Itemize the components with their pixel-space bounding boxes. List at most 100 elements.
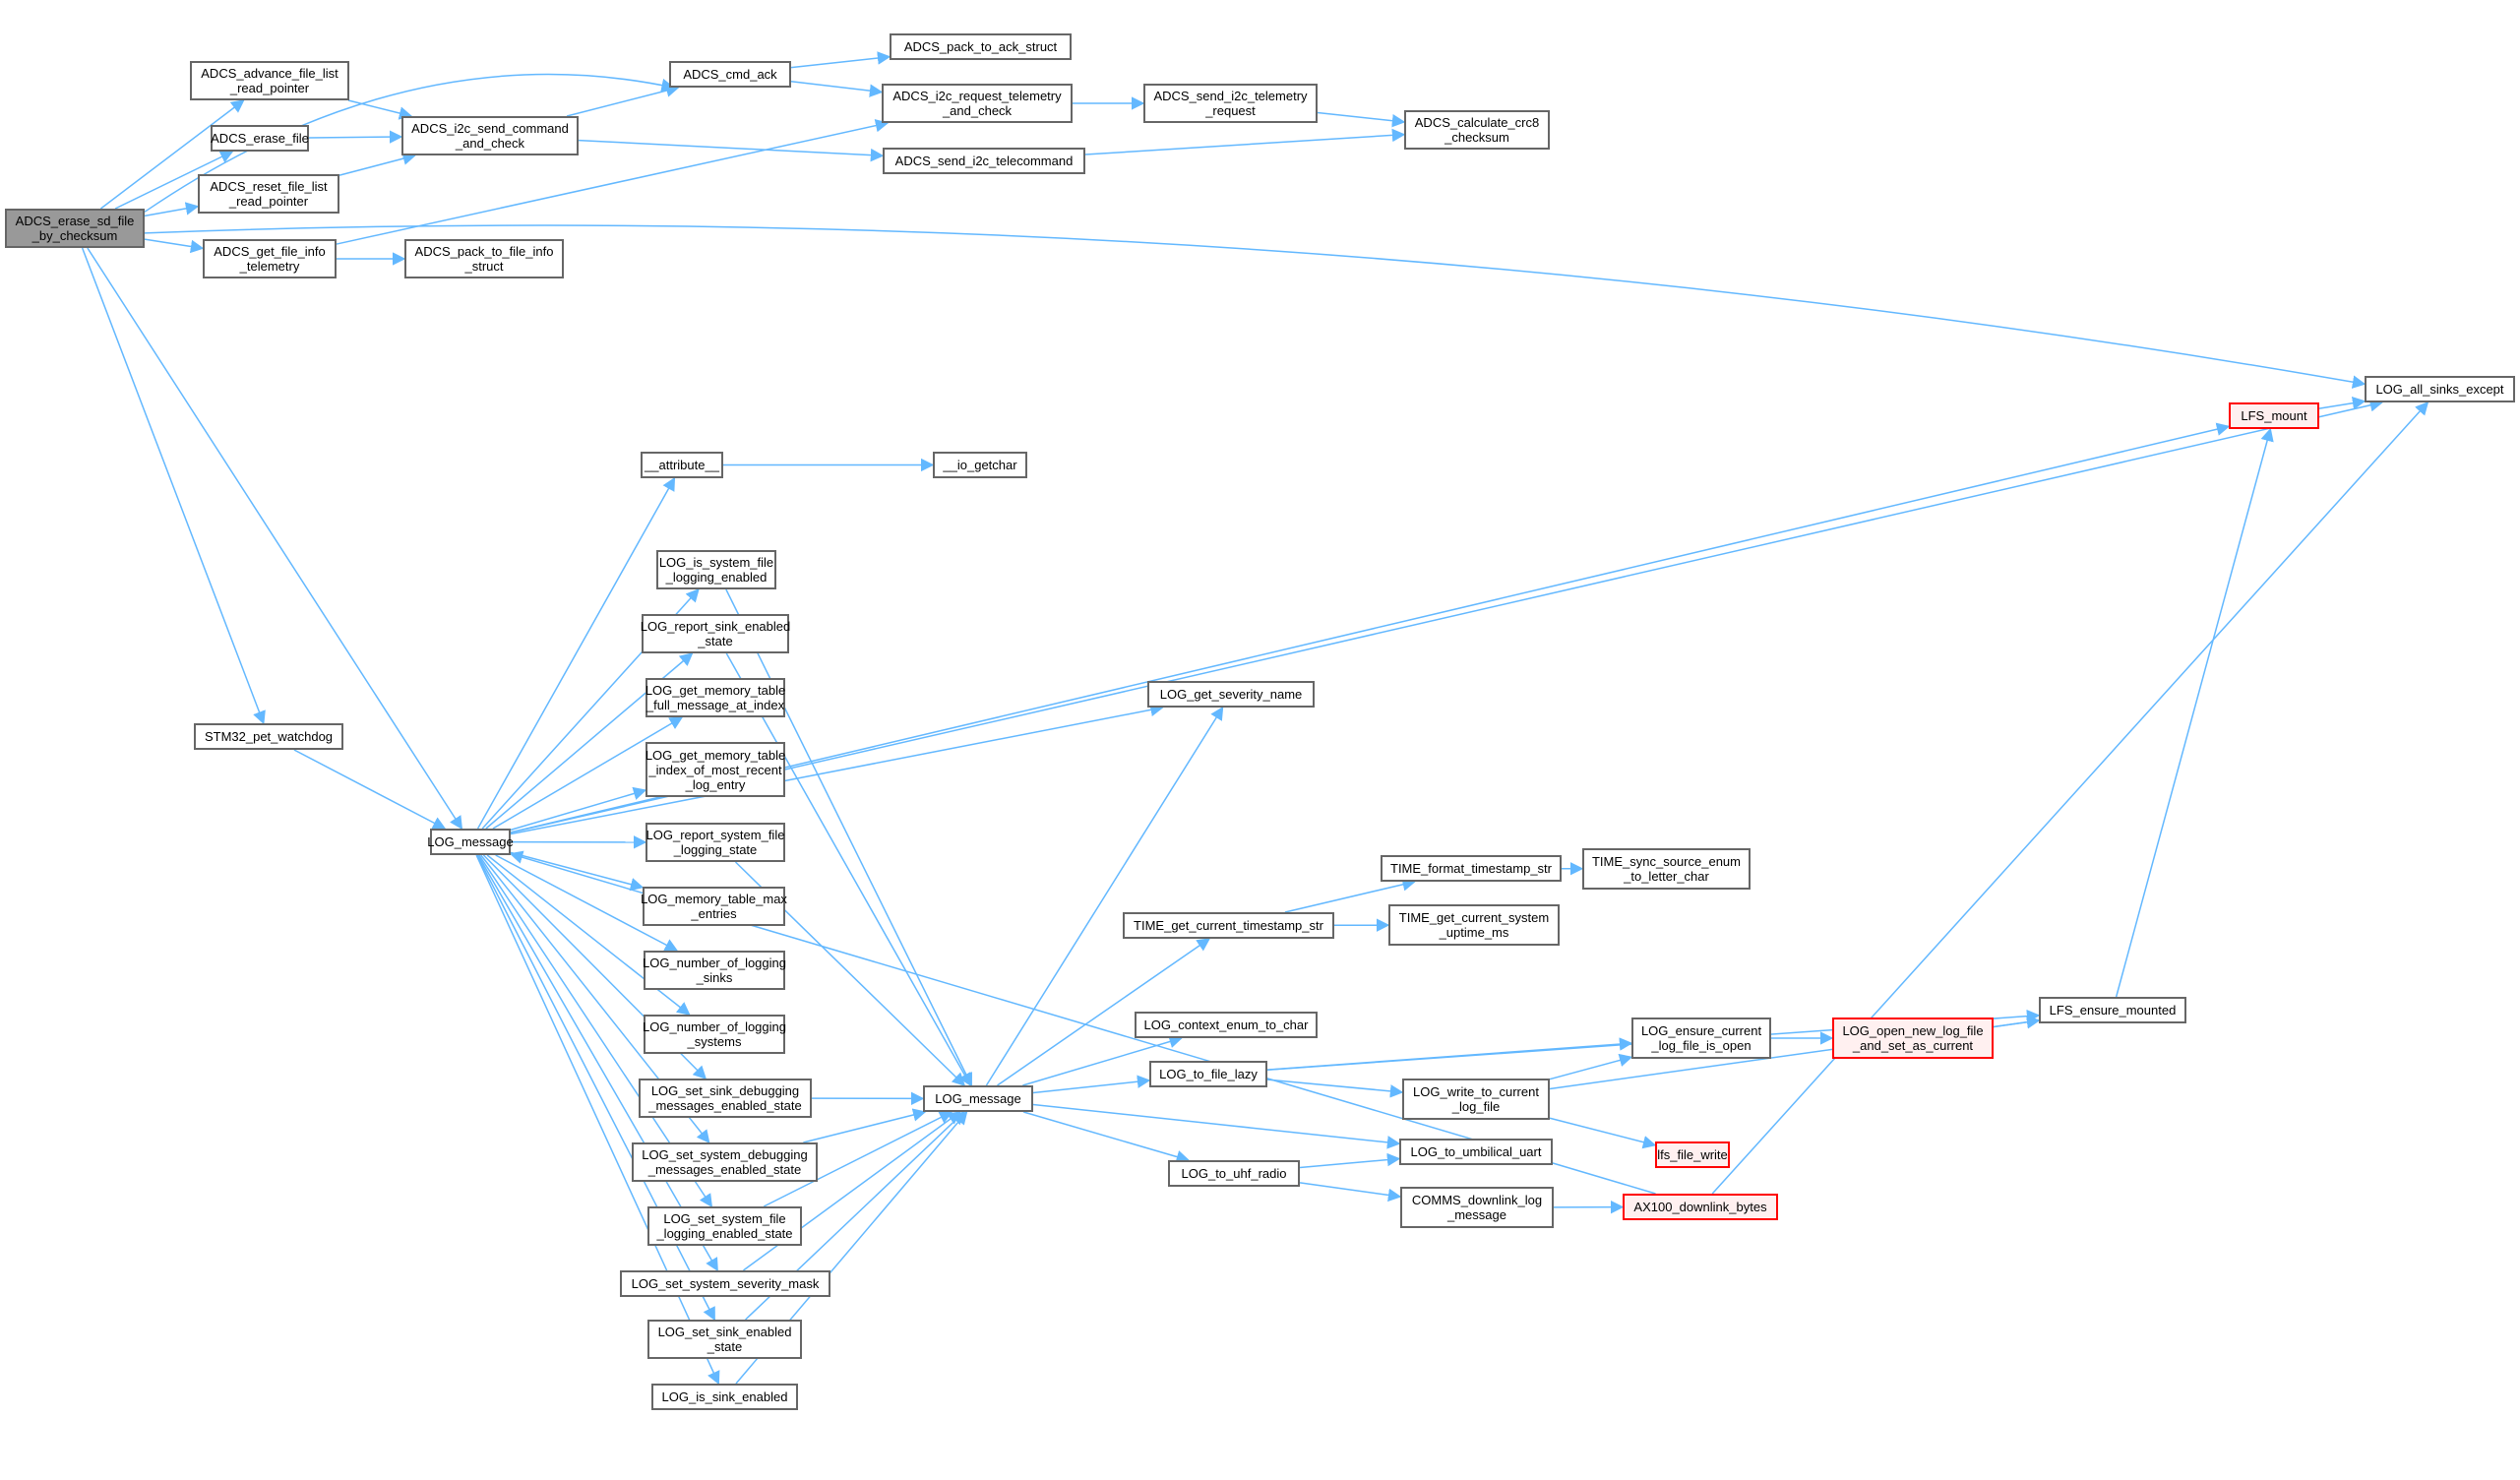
node-reqtel[interactable]: ADCS_i2c_request_telemetry _and_check <box>882 84 1073 123</box>
node-gettime[interactable]: TIME_get_current_timestamp_str <box>1123 912 1334 939</box>
node-memmax[interactable]: LOG_memory_table_max _entries <box>641 887 787 926</box>
edge-issysfile-to-logmsg2 <box>725 588 972 1087</box>
node-issinken[interactable]: LOG_is_sink_enabled <box>651 1384 798 1410</box>
node-reset[interactable]: ADCS_reset_file_list _read_pointer <box>198 174 339 214</box>
node-label: ADCS_i2c_send_command _and_check <box>411 121 569 151</box>
node-uhf[interactable]: LOG_to_uhf_radio <box>1168 1160 1300 1187</box>
node-cmdack[interactable]: ADCS_cmd_ack <box>669 61 791 88</box>
edge-logmsg1-to-memidx <box>510 786 647 832</box>
node-setsev[interactable]: LOG_set_system_severity_mask <box>620 1270 830 1297</box>
edge-logmsg1-to-numsinks <box>495 854 679 952</box>
node-issysfile[interactable]: LOG_is_system_file _logging_enabled <box>656 550 776 589</box>
edge-sendtc-to-crc8 <box>1084 128 1406 155</box>
node-numsinks[interactable]: LOG_number_of_logging _sinks <box>643 951 786 990</box>
node-setsinkdbg[interactable]: LOG_set_sink_debugging _messages_enabled… <box>639 1079 812 1118</box>
edge-logmsg2-to-filelazy <box>1032 1075 1151 1094</box>
node-erase[interactable]: ADCS_erase_file <box>211 125 309 152</box>
edge-setsysdbg-to-logmsg2 <box>803 1108 927 1143</box>
edge-logmsg2-to-gettime <box>997 938 1211 1086</box>
node-label: LOG_memory_table_max _entries <box>641 892 787 921</box>
node-crc8[interactable]: ADCS_calculate_crc8 _checksum <box>1404 110 1550 150</box>
edge-getinfo-to-reqtel <box>336 119 890 245</box>
node-opennew[interactable]: LOG_open_new_log_file _and_set_as_curren… <box>1832 1018 1994 1059</box>
node-repsysfile[interactable]: LOG_report_system_file _logging_state <box>645 823 785 862</box>
node-setsysdbg[interactable]: LOG_set_system_debugging _messages_enabl… <box>632 1142 818 1182</box>
edge-root-to-adv <box>99 99 245 210</box>
node-label: TIME_format_timestamp_str <box>1390 861 1552 876</box>
node-label: ADCS_pack_to_ack_struct <box>903 39 1058 54</box>
edge-logmsg2-to-uhf <box>1022 1111 1191 1164</box>
edge-root-to-logmsg1 <box>87 247 463 831</box>
node-label: LOG_set_system_debugging _messages_enabl… <box>642 1147 808 1177</box>
node-sendtc[interactable]: ADCS_send_i2c_telecommand <box>883 148 1085 174</box>
node-label: LOG_context_enum_to_char <box>1143 1018 1309 1032</box>
edge-root-to-allsinks <box>144 224 2366 389</box>
node-root[interactable]: ADCS_erase_sd_file _by_checksum <box>5 209 145 248</box>
node-label: LOG_all_sinks_except <box>2375 382 2504 397</box>
edge-ax100-to-allsinks <box>1711 401 2429 1195</box>
node-label: LOG_get_memory_table _index_of_most_rece… <box>645 747 786 792</box>
node-adv[interactable]: ADCS_advance_file_list _read_pointer <box>190 61 349 100</box>
node-label: AX100_downlink_bytes <box>1633 1200 1767 1214</box>
node-setsysfile[interactable]: LOG_set_system_file _logging_enabled_sta… <box>647 1206 802 1246</box>
node-attr[interactable]: __attribute__ <box>641 452 723 478</box>
node-label: COMMS_downlink_log _message <box>1411 1193 1543 1222</box>
node-label: LOG_to_uhf_radio <box>1181 1166 1287 1181</box>
node-packfile[interactable]: ADCS_pack_to_file_info _struct <box>404 239 564 278</box>
node-label: ADCS_i2c_request_telemetry _and_check <box>892 89 1062 118</box>
node-uptime[interactable]: TIME_get_current_system _uptime_ms <box>1388 904 1560 946</box>
node-ensureopen[interactable]: LOG_ensure_current _log_file_is_open <box>1631 1018 1771 1059</box>
edge-adv-to-sendcmd <box>347 99 413 120</box>
edge-sendcmd-to-sendtc <box>578 139 885 162</box>
edge-lfsmount-to-allsinks <box>2318 397 2366 410</box>
node-sevname[interactable]: LOG_get_severity_name <box>1147 681 1315 708</box>
node-label: ADCS_reset_file_list _read_pointer <box>210 179 328 209</box>
node-logmsg1[interactable]: LOG_message <box>427 829 514 855</box>
node-lfswrite[interactable]: lfs_file_write <box>1655 1141 1730 1168</box>
node-commsdl[interactable]: COMMS_downlink_log _message <box>1400 1187 1554 1228</box>
node-stm32[interactable]: STM32_pet_watchdog <box>194 723 343 750</box>
node-memidx[interactable]: LOG_get_memory_table _index_of_most_rece… <box>645 742 785 797</box>
node-ensuremnt[interactable]: LFS_ensure_mounted <box>2039 997 2186 1023</box>
node-sendtelreq[interactable]: ADCS_send_i2c_telemetry _request <box>1143 84 1318 123</box>
node-packack[interactable]: ADCS_pack_to_ack_struct <box>890 33 1072 60</box>
edge-setsev-to-logmsg2 <box>743 1111 961 1271</box>
node-allsinks[interactable]: LOG_all_sinks_except <box>2365 376 2515 402</box>
edge-filelazy-to-writecur <box>1266 1079 1404 1098</box>
node-setsinken[interactable]: LOG_set_sink_enabled _state <box>647 1320 802 1359</box>
node-fmttime[interactable]: TIME_format_timestamp_str <box>1381 855 1562 882</box>
node-memfull[interactable]: LOG_get_memory_table _full_message_at_in… <box>645 678 785 717</box>
node-iogetchar[interactable]: __io_getchar <box>933 452 1027 478</box>
node-numsys[interactable]: LOG_number_of_logging _systems <box>643 1015 786 1054</box>
node-label: ADCS_get_file_info _telemetry <box>214 244 326 274</box>
node-label: ADCS_send_i2c_telecommand <box>894 154 1074 168</box>
node-umbilical[interactable]: LOG_to_umbilical_uart <box>1399 1139 1553 1165</box>
node-repsink[interactable]: LOG_report_sink_enabled _state <box>640 614 791 653</box>
node-lfsmount[interactable]: LFS_mount <box>2229 402 2319 429</box>
node-sendcmd[interactable]: ADCS_i2c_send_command _and_check <box>401 116 579 155</box>
edge-cmdack-to-packack <box>790 51 891 69</box>
node-ax100[interactable]: AX100_downlink_bytes <box>1623 1194 1778 1220</box>
node-ctxchar[interactable]: LOG_context_enum_to_char <box>1135 1012 1318 1038</box>
node-label: ADCS_calculate_crc8 _checksum <box>1414 115 1540 145</box>
node-label: ADCS_cmd_ack <box>683 67 777 82</box>
node-label: LOG_report_system_file _logging_state <box>645 828 785 857</box>
edge-cmdack-to-reqtel <box>790 81 884 97</box>
node-label: LFS_mount <box>2241 408 2307 423</box>
node-label: LOG_report_sink_enabled _state <box>640 619 791 648</box>
edge-logmsg1-to-numsys <box>486 854 691 1016</box>
node-filelazy[interactable]: LOG_to_file_lazy <box>1149 1061 1267 1087</box>
node-label: ADCS_erase_file <box>211 131 309 146</box>
node-writecur[interactable]: LOG_write_to_current _log_file <box>1402 1079 1550 1120</box>
edge-root-to-reset <box>144 202 200 217</box>
node-getinfo[interactable]: ADCS_get_file_info _telemetry <box>203 239 337 278</box>
node-label: LOG_set_system_severity_mask <box>631 1276 820 1291</box>
edge-gettime-to-fmttime <box>1284 878 1416 913</box>
edge-root-to-erase <box>114 151 234 210</box>
node-logmsg2[interactable]: LOG_message <box>923 1085 1033 1112</box>
node-label: LOG_number_of_logging _sinks <box>643 956 786 985</box>
node-syncsrc[interactable]: TIME_sync_source_enum _to_letter_char <box>1582 848 1751 890</box>
edge-logmsg2-to-sevname <box>985 706 1224 1086</box>
edge-logmsg1-to-setsinken <box>476 854 715 1322</box>
